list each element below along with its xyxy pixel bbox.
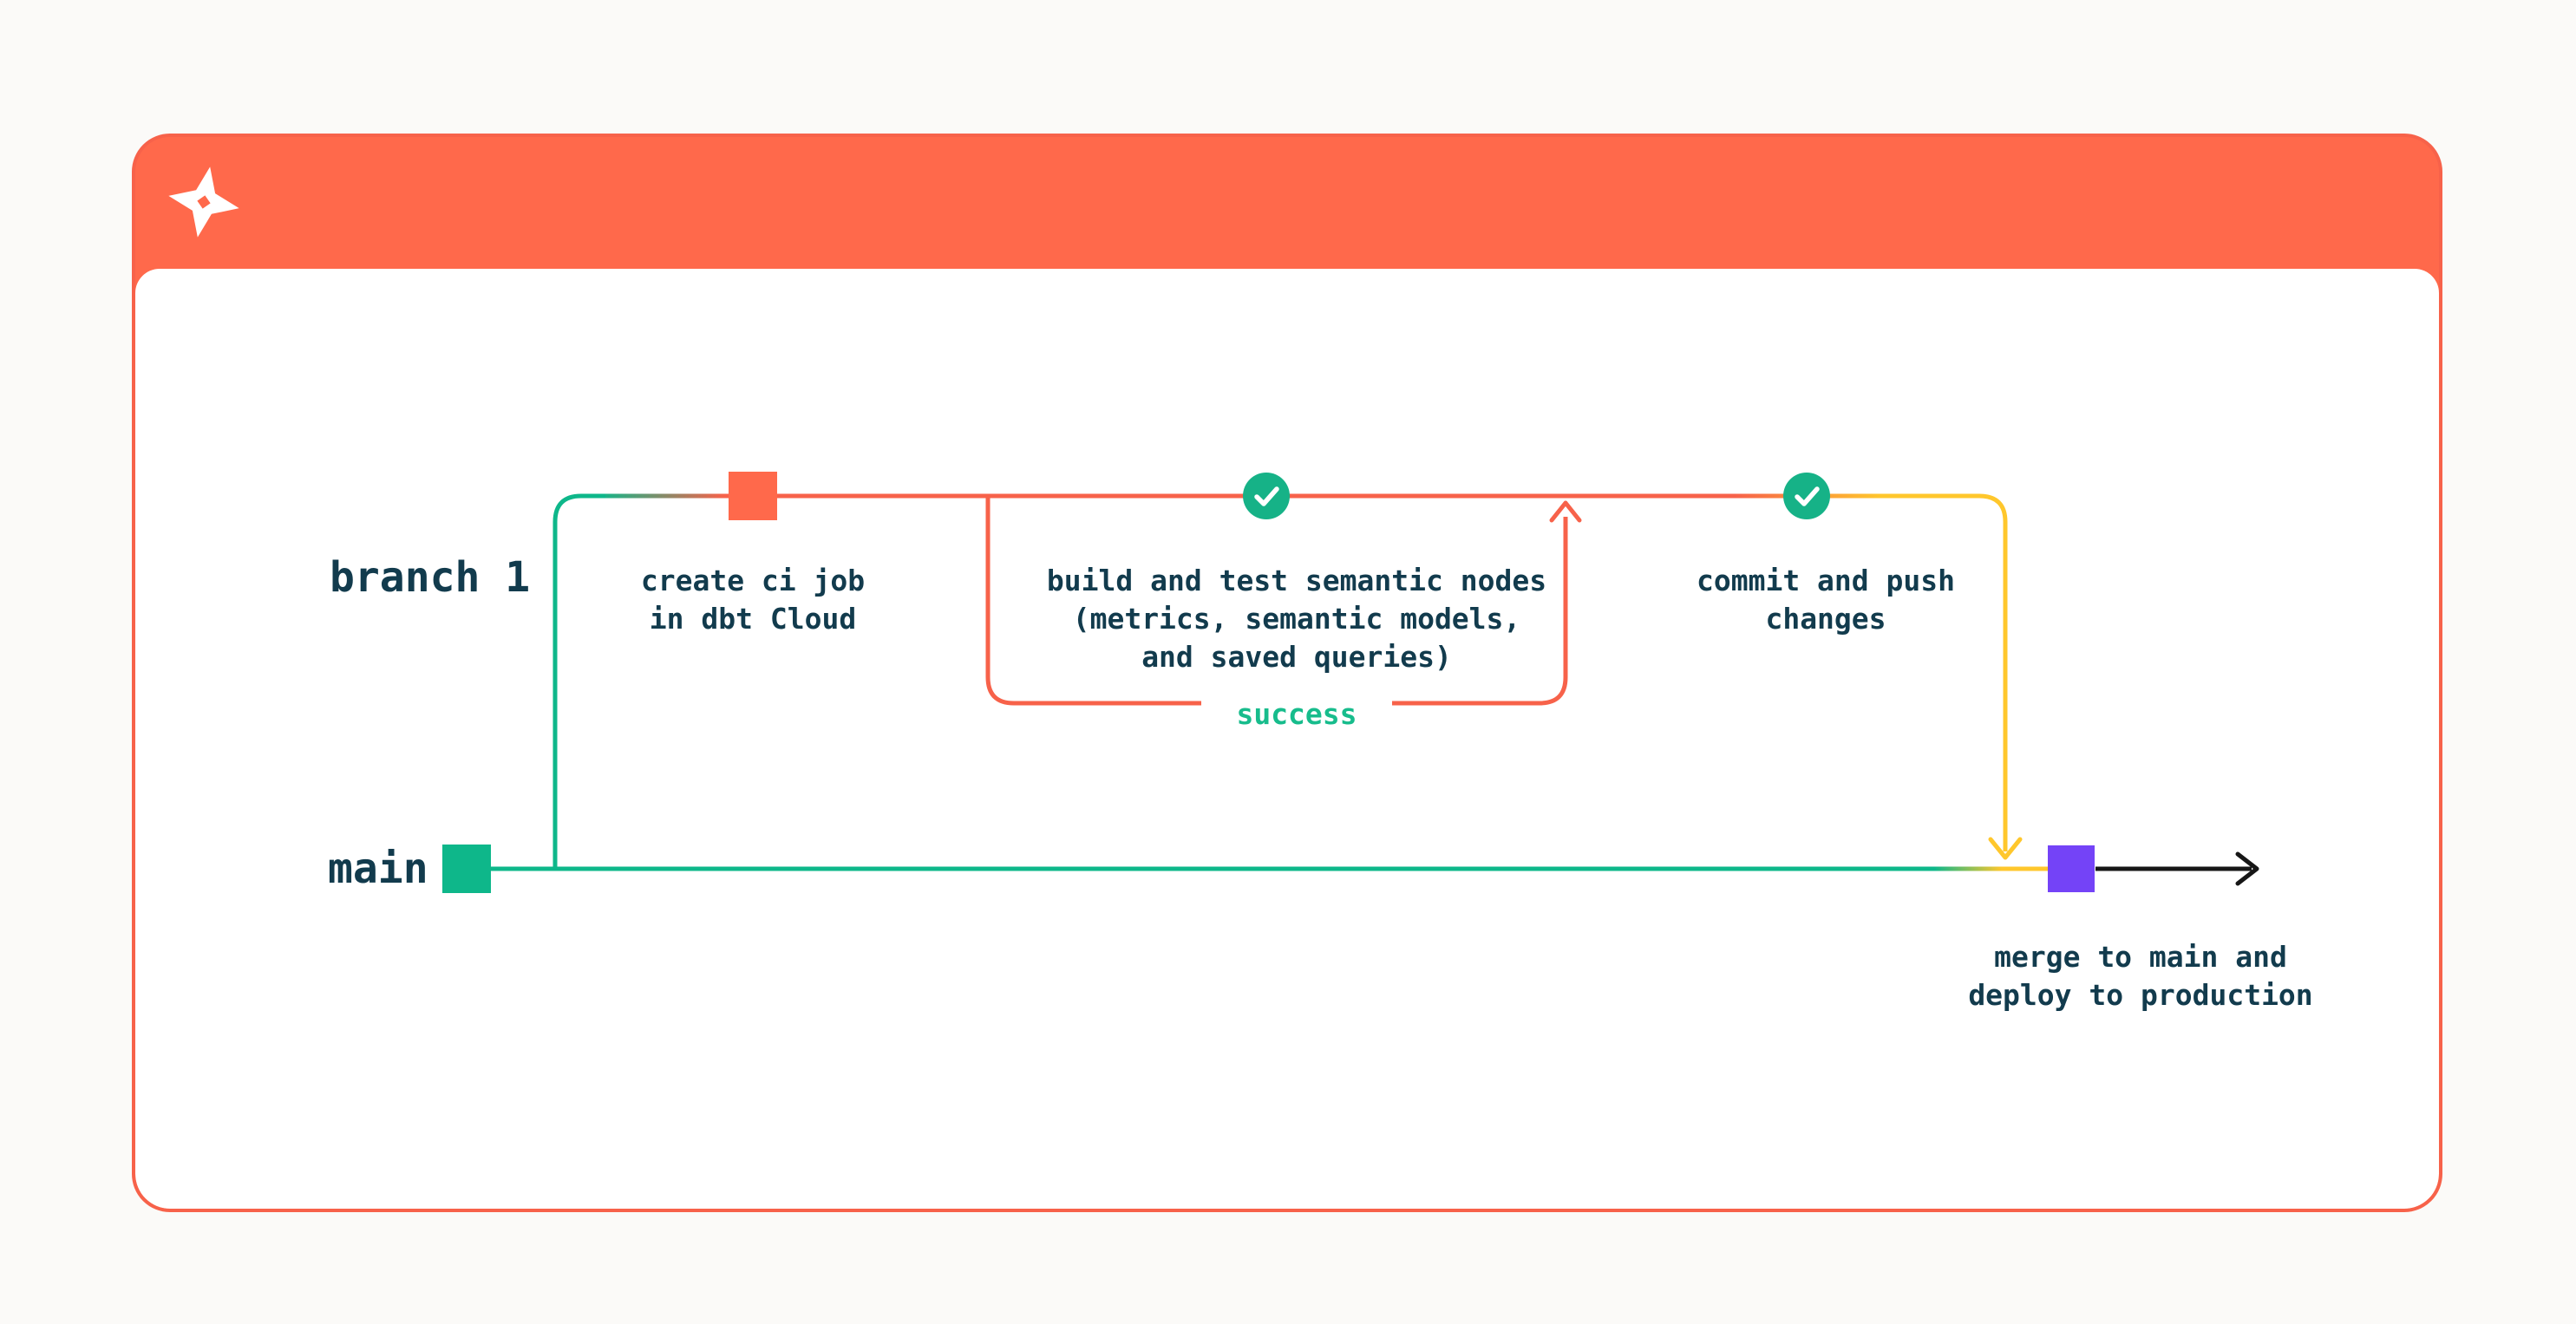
step-commit-push-label: commit and push changes — [1696, 564, 1955, 636]
card-header: Semantic Model CI Job Diagram — [135, 137, 2439, 361]
step-merge-deploy-label: merge to main and deploy to production — [1968, 940, 2313, 1012]
diagram-card: Semantic Model CI Job Diagram — [132, 134, 2442, 1212]
step-build-test-label: build and test semantic nodes (metrics, … — [1046, 564, 1547, 674]
branch-1-label: branch 1 — [330, 553, 531, 602]
success-edge-label: success — [1236, 697, 1357, 731]
dbt-logo-icon — [168, 166, 239, 238]
step-create-ci-job-label: create ci job in dbt Cloud — [640, 564, 866, 636]
main-label: main — [328, 845, 428, 893]
diagram-canvas — [135, 269, 2439, 1209]
